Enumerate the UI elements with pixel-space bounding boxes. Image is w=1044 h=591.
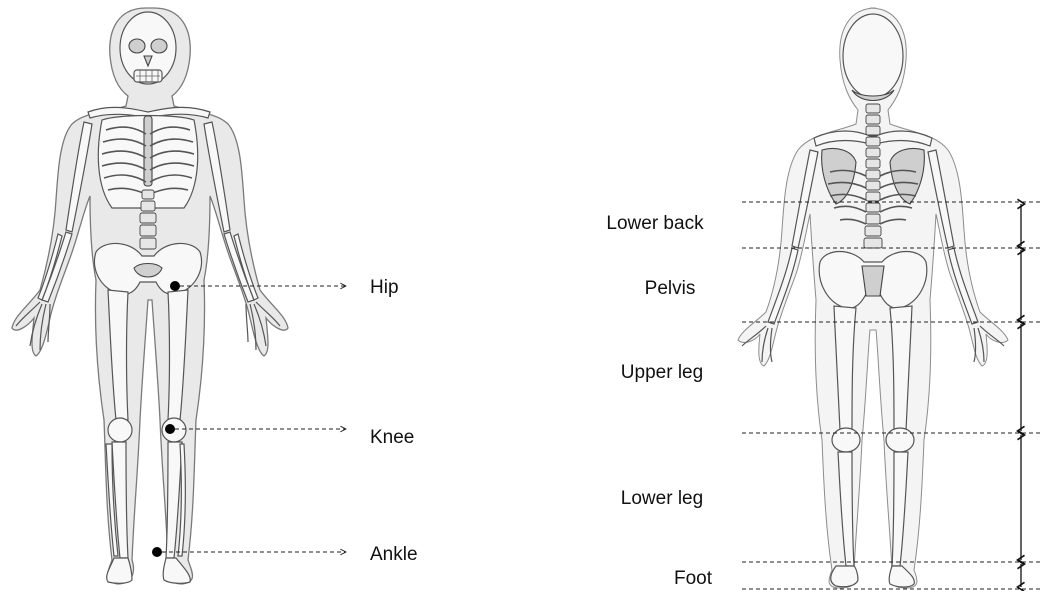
knee-marker-dot [165,424,175,434]
back-skull [843,14,903,98]
front-spine [140,190,156,249]
hip-marker-dot [170,281,180,291]
pelvis-label: Pelvis [645,278,696,299]
upper-leg-label: Upper leg [621,362,703,383]
foot-label: Foot [674,568,713,589]
front-skeleton-figure [12,8,288,584]
back-skeleton-figure [738,8,1008,588]
lower-leg-label: Lower leg [621,488,703,509]
ankle-callout: Ankle [152,544,418,565]
front-skull [120,12,176,84]
lower-back-label: Lower back [606,213,704,234]
ankle-marker-dot [152,547,162,557]
segment-labels: Lower back Pelvis Upper leg Lower leg Fo… [606,213,712,589]
ankle-label: Ankle [370,544,418,565]
hip-label: Hip [370,277,399,298]
knee-callout: Knee [165,424,414,448]
knee-label: Knee [370,427,414,448]
